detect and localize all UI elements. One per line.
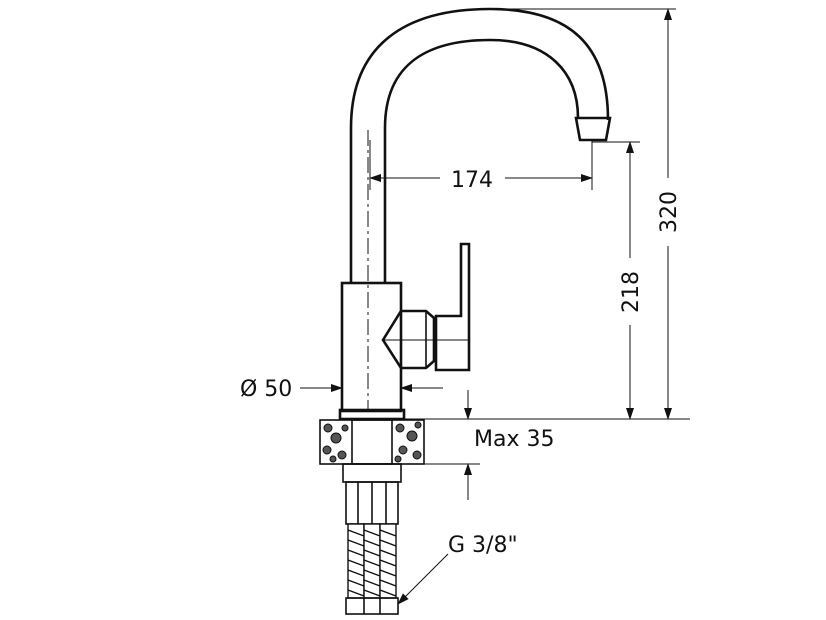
cartridge-housing: [381, 309, 436, 370]
dim-max-thickness: Max 35: [464, 390, 554, 500]
dim-outlet-height: 218: [592, 141, 644, 420]
dim-base-diameter: Ø 50: [240, 377, 443, 402]
braided-hose-left: [347, 523, 365, 599]
braided-hose-mid: [363, 523, 381, 599]
dim-spout-reach: 174: [369, 140, 593, 193]
leader-connection-thread: G 3/8": [397, 533, 518, 605]
braided-hose-right: [379, 523, 397, 599]
base-ring: [338, 408, 406, 421]
aerator: [574, 116, 612, 142]
label-outlet-height: 218: [619, 271, 644, 313]
faucet-outline: [338, 7, 612, 421]
label-total-height: 320: [657, 191, 682, 233]
label-max-thickness: Max 35: [474, 427, 554, 452]
spout-inner: [383, 38, 580, 283]
spout-outer: [349, 7, 610, 283]
countertop-section: [319, 419, 425, 483]
supply-hoses: [345, 481, 399, 615]
label-connection-thread: G 3/8": [448, 533, 518, 558]
label-spout-reach: 174: [451, 168, 493, 193]
lever-handle: [434, 242, 471, 372]
dim-total-height: 320: [490, 8, 682, 420]
body-cylinder: [340, 281, 403, 413]
label-base-diameter: Ø 50: [240, 377, 292, 402]
